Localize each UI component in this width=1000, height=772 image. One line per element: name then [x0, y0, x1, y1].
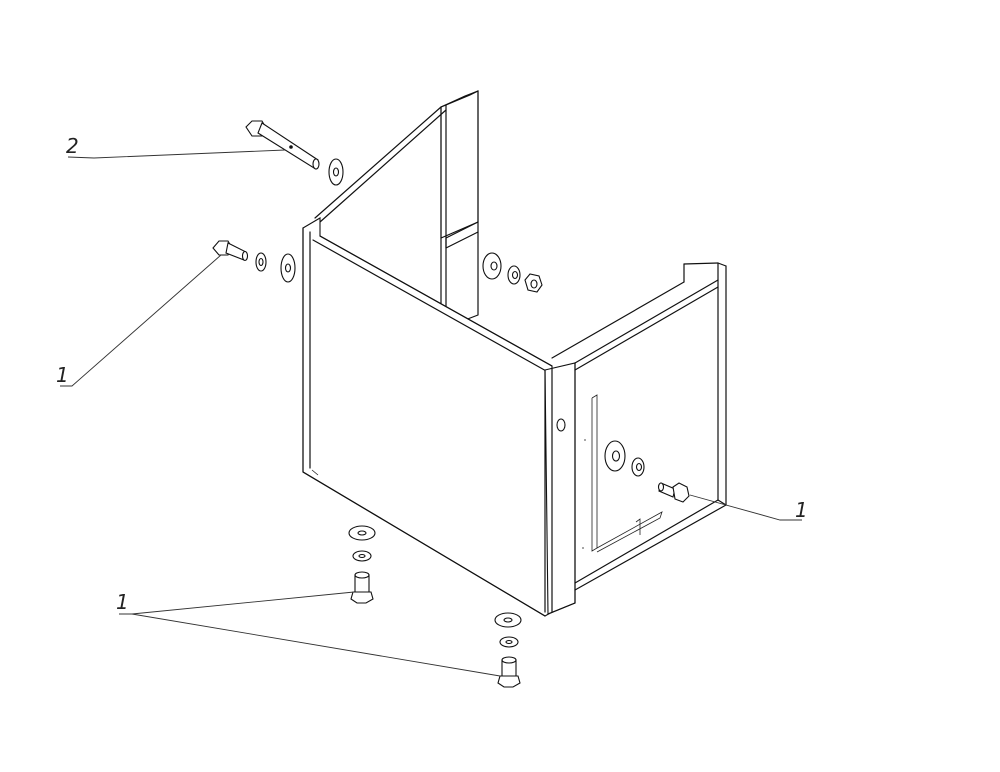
callout-1-right-label: 1 — [795, 498, 808, 522]
callout-1-left: 1 — [56, 254, 222, 387]
callout-1-left-label: 1 — [56, 363, 69, 387]
callout-2: 2 — [66, 134, 286, 159]
callout-1-bottom-label: 1 — [116, 590, 129, 614]
callout-1-right: 1 — [689, 494, 808, 522]
short-bolt-assembly-right — [604, 440, 690, 503]
flange-washer-nut-set — [482, 252, 543, 293]
bottom-bolt-assembly-right — [494, 612, 522, 688]
callout-1-bottom: 1 — [116, 590, 501, 677]
bottom-bolt-assembly-left — [348, 525, 376, 604]
bracket-body — [302, 90, 727, 617]
short-bolt-assembly-left — [212, 240, 296, 283]
long-bolt-assembly — [245, 120, 344, 186]
callout-2-label: 2 — [66, 134, 79, 158]
